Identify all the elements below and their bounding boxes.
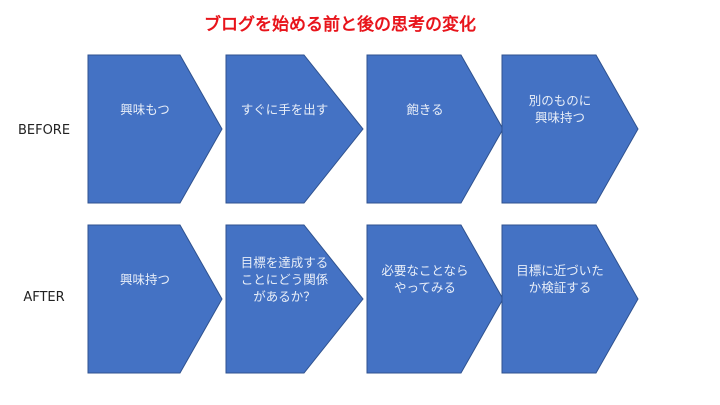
chevron-step-shape [225,54,364,204]
chevron-step-shape [366,54,504,204]
chevron-step-text: 飽きる [406,101,444,117]
row-label-before: BEFORE [17,123,71,138]
chevron-step-text: 興味持つ [119,271,170,287]
chevron-step-shape [366,224,504,374]
chevron-step-shape [501,224,639,374]
chevron-step-shape [225,224,364,374]
chevron-step-text: 興味もつ [120,101,170,117]
chevron-step-text: 必要なことならやってみる [381,263,469,295]
chevron-step-text: 目標に近づいたか検証する [516,263,604,295]
chevron-step-shape [87,224,223,374]
slide-title: ブログを始める前と後の思考の変化 [204,15,476,35]
chevron-step-text: 別のものに興味持つ [528,93,592,125]
chevron-step-shape [501,54,639,204]
chevron-step-shape [87,54,223,204]
chevron-step-text: 目標を達成することにどう関係があるか？ [240,254,329,304]
row-label-after: AFTER [23,290,65,305]
chevron-step-text: すぐに手を出す [240,101,329,117]
